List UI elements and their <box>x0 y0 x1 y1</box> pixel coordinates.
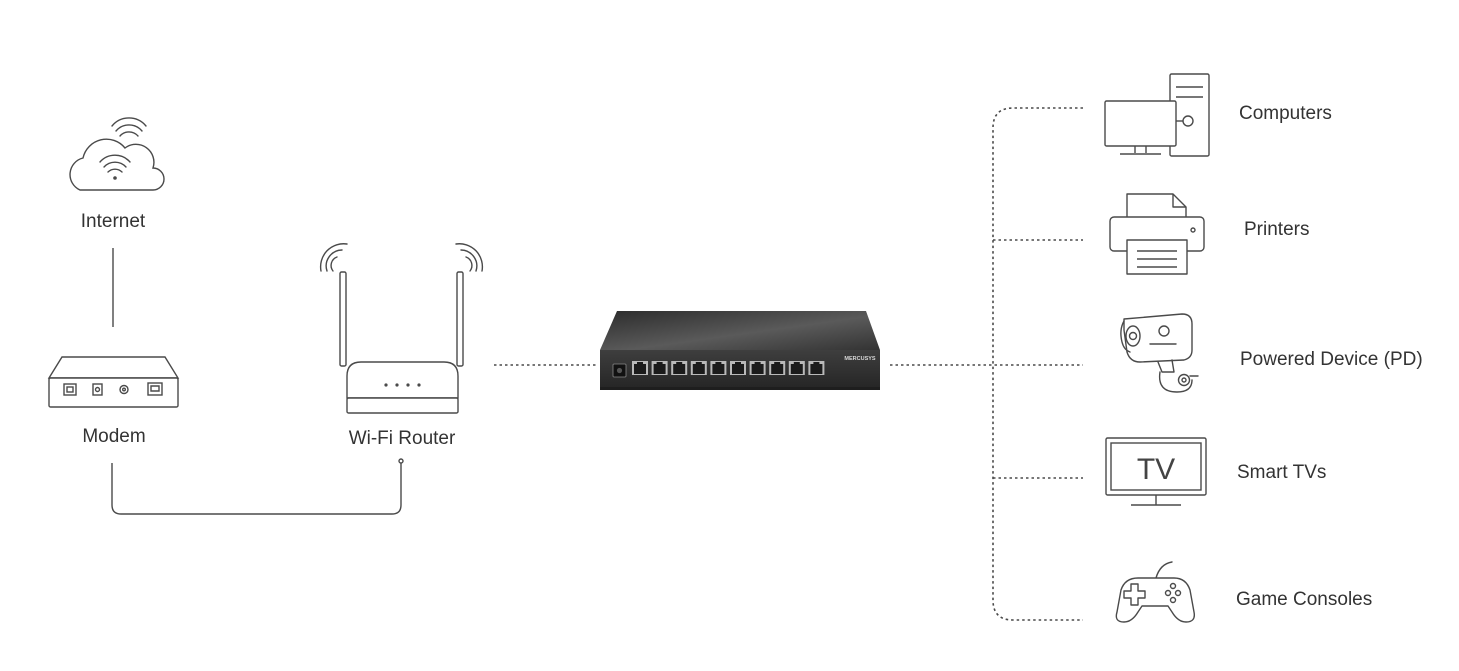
switch-port <box>710 361 727 375</box>
router-cable-end <box>398 458 404 464</box>
tv-screen-text: TV <box>1137 453 1175 486</box>
cloud-icon <box>69 117 165 191</box>
printer-icon <box>1109 193 1205 275</box>
switch-brand-label: MERCUSYS <box>844 356 876 362</box>
modem-label: Modem <box>82 426 146 447</box>
computer-icon <box>1104 73 1210 157</box>
switch-port <box>671 361 688 375</box>
switch-port <box>808 361 825 375</box>
security-camera-icon <box>1120 313 1199 393</box>
computers-label: Computers <box>1239 103 1332 124</box>
switch-port <box>788 361 805 375</box>
device-bus <box>992 107 1083 621</box>
modem-icon <box>47 356 180 408</box>
switch-ports <box>632 361 825 375</box>
smart-tvs-label: Smart TVs <box>1237 462 1327 483</box>
powered-device-label: Powered Device (PD) <box>1240 349 1423 370</box>
switch-port <box>690 361 707 375</box>
tv-icon: TV <box>1105 437 1207 506</box>
game-consoles-label: Game Consoles <box>1236 589 1373 610</box>
switch-port <box>730 361 746 375</box>
printers-label: Printers <box>1244 219 1310 240</box>
switch-port <box>749 361 766 375</box>
connection-lines <box>111 248 404 515</box>
switch-port <box>651 361 668 375</box>
game-controller-icon <box>1115 561 1196 623</box>
network-switch: MERCUSYS <box>600 311 880 390</box>
internet-label: Internet <box>80 211 146 232</box>
modem-router-cable <box>111 462 402 515</box>
switch-port <box>632 361 648 375</box>
switch-port <box>769 361 786 375</box>
dotted-links <box>494 107 1083 621</box>
wifi-router-label: Wi-Fi Router <box>348 428 456 449</box>
wifi-router-icon <box>319 243 484 414</box>
